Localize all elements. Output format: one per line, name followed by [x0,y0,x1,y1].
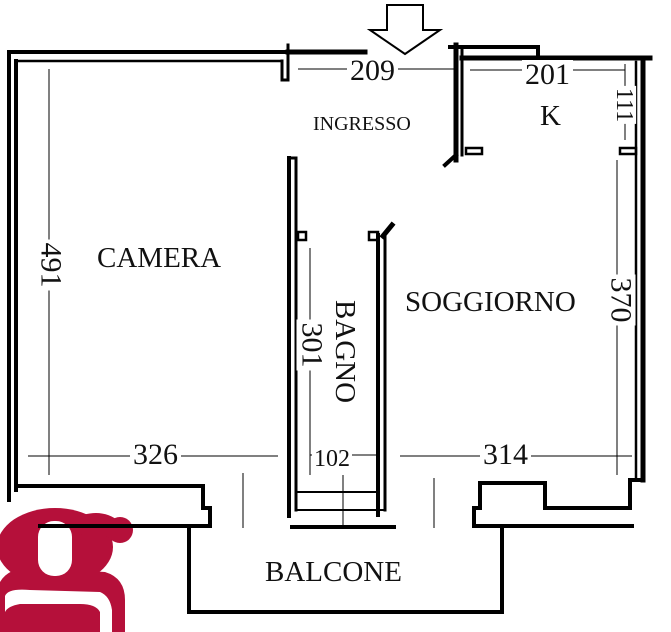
room-label-soggiorno: SOGGIORNO [405,286,576,318]
dimension-camera-depth: 491 [35,239,68,291]
dimension-bagno-width: 102 [312,446,352,472]
room-label-ingresso: INGRESSO [313,113,411,135]
dimension-soggiorno-depth: 370 [605,274,638,326]
room-label-bagno: BAGNO [329,299,362,404]
dimension-soggiorno-width: 314 [480,440,531,470]
room-label-k: K [540,100,561,132]
walls [7,42,653,614]
dimension-k-depth: 111 [611,85,638,125]
room-label-balcone: BALCONE [265,556,402,588]
room-label-camera: CAMERA [97,242,222,274]
arrow-down-icon [366,4,444,56]
dimension-bagno-depth: 301 [296,319,329,371]
logo-g-counter [5,521,112,632]
dimension-k-width: 201 [522,60,573,90]
dimension-camera-width: 326 [130,440,181,470]
dimension-ingresso-width: 209 [347,56,398,86]
